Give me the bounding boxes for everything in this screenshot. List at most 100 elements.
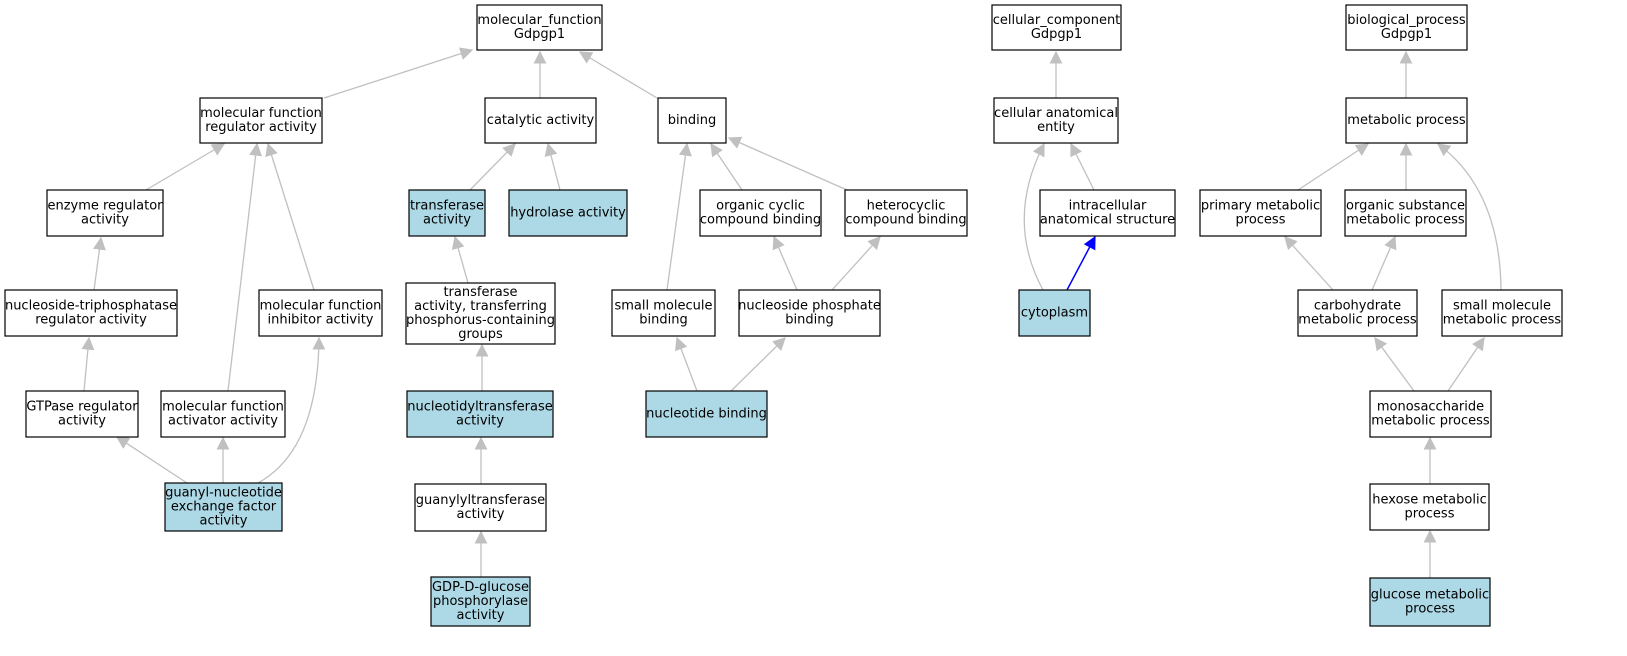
node-label: anatomical structure bbox=[1040, 213, 1175, 228]
node-cyto[interactable]: cytoplasm bbox=[1018, 289, 1091, 337]
node-label: heterocyclic bbox=[867, 199, 946, 214]
node-box bbox=[1369, 483, 1490, 531]
node-label: guanyl-nucleotide bbox=[165, 486, 282, 501]
node-label: regulator activity bbox=[205, 120, 317, 135]
node-label: metabolic process bbox=[1298, 313, 1417, 328]
node-box bbox=[1199, 189, 1322, 237]
node-label: GTPase regulator bbox=[26, 400, 138, 415]
node-box bbox=[645, 390, 768, 438]
edge-hydro-cat bbox=[544, 142, 561, 191]
node-box bbox=[4, 289, 178, 337]
node-box bbox=[406, 390, 554, 438]
node-box bbox=[1018, 289, 1091, 337]
node-label: binding bbox=[785, 313, 833, 328]
node-box bbox=[993, 97, 1119, 144]
node-nb[interactable]: nucleotide binding bbox=[645, 390, 768, 438]
edge-nb-smb bbox=[675, 336, 698, 392]
node-label: process bbox=[1405, 507, 1455, 522]
edge-gnef-gtpase bbox=[115, 436, 188, 484]
node-label: primary metabolic bbox=[1201, 199, 1320, 214]
node-mp[interactable]: metabolic process bbox=[1345, 97, 1468, 144]
node-box bbox=[738, 289, 881, 337]
node-label: Gdpgp1 bbox=[514, 27, 565, 42]
node-label: molecular_function bbox=[477, 13, 601, 28]
node-label: GDP-D-glucose bbox=[432, 580, 529, 595]
node-label: metabolic process bbox=[1443, 313, 1562, 328]
node-label: metabolic process bbox=[1346, 213, 1465, 228]
node-label: activity bbox=[457, 507, 505, 522]
node-label: nucleotide binding bbox=[646, 407, 767, 422]
node-label: molecular function bbox=[260, 299, 382, 314]
edge-hccb-bind bbox=[727, 136, 848, 191]
node-label: hydrolase activity bbox=[510, 206, 626, 221]
node-label: nucleoside phosphate bbox=[738, 299, 881, 314]
node-box bbox=[1344, 189, 1467, 237]
edge-ias-cae bbox=[1070, 142, 1095, 191]
edge-occb-bind bbox=[710, 142, 743, 191]
node-box bbox=[1345, 97, 1468, 144]
node-box bbox=[508, 189, 628, 237]
node-box bbox=[1297, 289, 1418, 337]
edge-npb-occb bbox=[772, 235, 798, 291]
node-bind[interactable]: binding bbox=[657, 97, 727, 144]
node-label: hexose metabolic bbox=[1372, 493, 1486, 508]
node-label: phosphorylase bbox=[433, 594, 528, 609]
node-box bbox=[46, 189, 164, 237]
edge-mfra-mf bbox=[323, 47, 474, 99]
node-label: cellular_component bbox=[993, 13, 1121, 28]
node-box bbox=[1369, 577, 1491, 627]
edge-smb-bind bbox=[666, 142, 692, 291]
edge-gnef-mfia bbox=[257, 336, 326, 484]
node-label: inhibitor activity bbox=[267, 313, 373, 328]
edge-era-mfra bbox=[145, 143, 226, 191]
node-box bbox=[611, 289, 716, 337]
node-cat[interactable]: catalytic activity bbox=[484, 97, 597, 144]
node-hydro[interactable]: hydrolase activity bbox=[508, 189, 628, 237]
node-box bbox=[199, 97, 323, 144]
node-label: intracellular bbox=[1069, 199, 1147, 214]
node-box bbox=[476, 4, 603, 51]
edge-nb-npb bbox=[730, 337, 786, 392]
edge-cmp-pmp bbox=[1284, 236, 1334, 291]
node-box bbox=[258, 289, 383, 337]
node-label: Gdpgp1 bbox=[1381, 27, 1432, 42]
node-label: nucleoside-triphosphatase bbox=[5, 299, 177, 314]
node-label: cellular anatomical bbox=[994, 106, 1118, 121]
edge-mfaa-mfra bbox=[227, 142, 263, 392]
node-label: glucose metabolic bbox=[1371, 588, 1489, 603]
node-label: enzyme regulator bbox=[47, 199, 163, 214]
node-label: regulator activity bbox=[35, 313, 147, 328]
node-label: activity bbox=[58, 414, 106, 429]
edge-ntpra-era bbox=[92, 236, 106, 291]
node-label: process bbox=[1405, 602, 1455, 617]
node-label: process bbox=[1236, 213, 1286, 228]
